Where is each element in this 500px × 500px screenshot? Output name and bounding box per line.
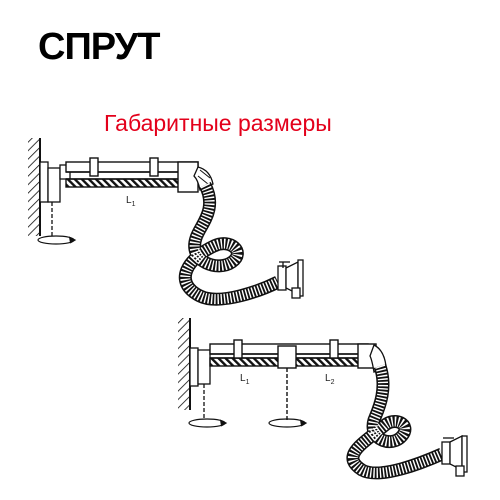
elbow-joint-2 <box>369 344 387 373</box>
dimension-label-l1: L1 <box>126 195 136 208</box>
diagram-double-arm: L1 L2 <box>178 318 468 480</box>
flexible-hose-1 <box>178 182 281 306</box>
wall-bracket-2 <box>189 347 211 420</box>
arm-pipe-1 <box>65 157 199 193</box>
arm-pipe-2 <box>209 339 377 420</box>
flexible-hose-2 <box>346 363 445 480</box>
dimension-label-l2: L2 <box>325 373 335 386</box>
page-title: СПРУТ <box>38 26 160 68</box>
rotation-arrow-2b <box>268 418 308 428</box>
wall-2 <box>178 318 191 410</box>
exhaust-hood-1 <box>277 259 304 299</box>
wall-bracket-1 <box>39 161 71 236</box>
diagram-single-arm: L1 <box>28 138 304 306</box>
dimensions-subtitle: Габаритные размеры <box>104 110 332 136</box>
exhaust-hood-2 <box>441 434 468 477</box>
wall-1 <box>28 138 41 236</box>
dimension-label-l1-b: L1 <box>240 373 250 386</box>
rotation-arrow-1 <box>37 235 77 245</box>
rotation-arrow-2a <box>188 418 228 428</box>
